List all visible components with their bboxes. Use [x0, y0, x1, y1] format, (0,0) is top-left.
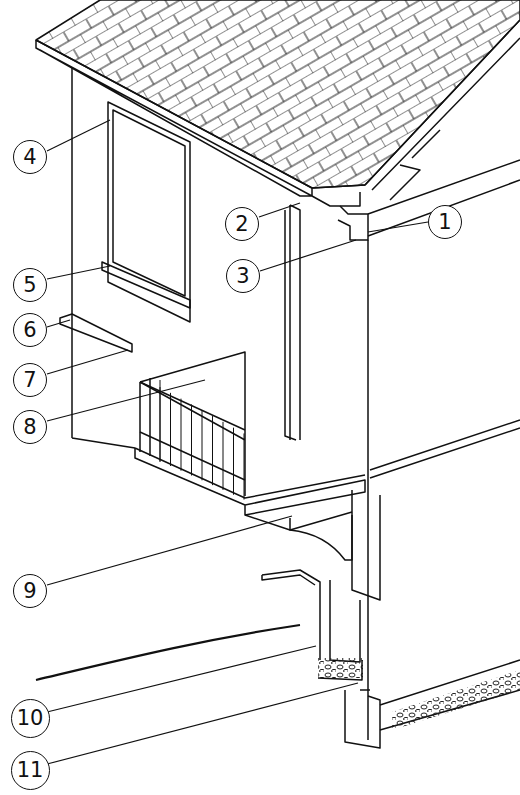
callout-number: 11 — [17, 760, 44, 781]
baluster — [170, 393, 171, 466]
callout-number: 9 — [23, 581, 36, 602]
callout-number: 7 — [23, 370, 36, 391]
callout-circle: 7 — [13, 363, 47, 397]
callout-circle: 4 — [13, 140, 47, 174]
callout-number: 1 — [438, 212, 451, 233]
baluster — [233, 428, 234, 495]
baluster — [160, 387, 161, 461]
callout-circle: 3 — [226, 259, 260, 293]
callout-circle: 9 — [13, 574, 47, 608]
callout-circle: 11 — [11, 751, 50, 790]
baluster — [244, 433, 245, 499]
callout-circle: 10 — [11, 699, 50, 738]
baluster — [181, 399, 182, 471]
baluster — [223, 422, 224, 490]
callout-number: 6 — [23, 320, 36, 341]
callout-circle: 8 — [13, 410, 47, 444]
baluster — [191, 404, 192, 475]
callout-circle: 1 — [428, 205, 462, 239]
callout-number: 2 — [235, 214, 248, 235]
baluster — [202, 410, 203, 480]
callout-circle: 6 — [13, 313, 47, 347]
callout-number: 8 — [23, 417, 36, 438]
callout-circle: 2 — [225, 207, 259, 241]
baluster — [212, 416, 213, 485]
callout-number: 3 — [236, 266, 249, 287]
callout-circle: 5 — [13, 268, 47, 302]
callout-number: 5 — [23, 275, 36, 296]
callout-number: 4 — [23, 147, 36, 168]
callout-number: 10 — [17, 708, 44, 729]
